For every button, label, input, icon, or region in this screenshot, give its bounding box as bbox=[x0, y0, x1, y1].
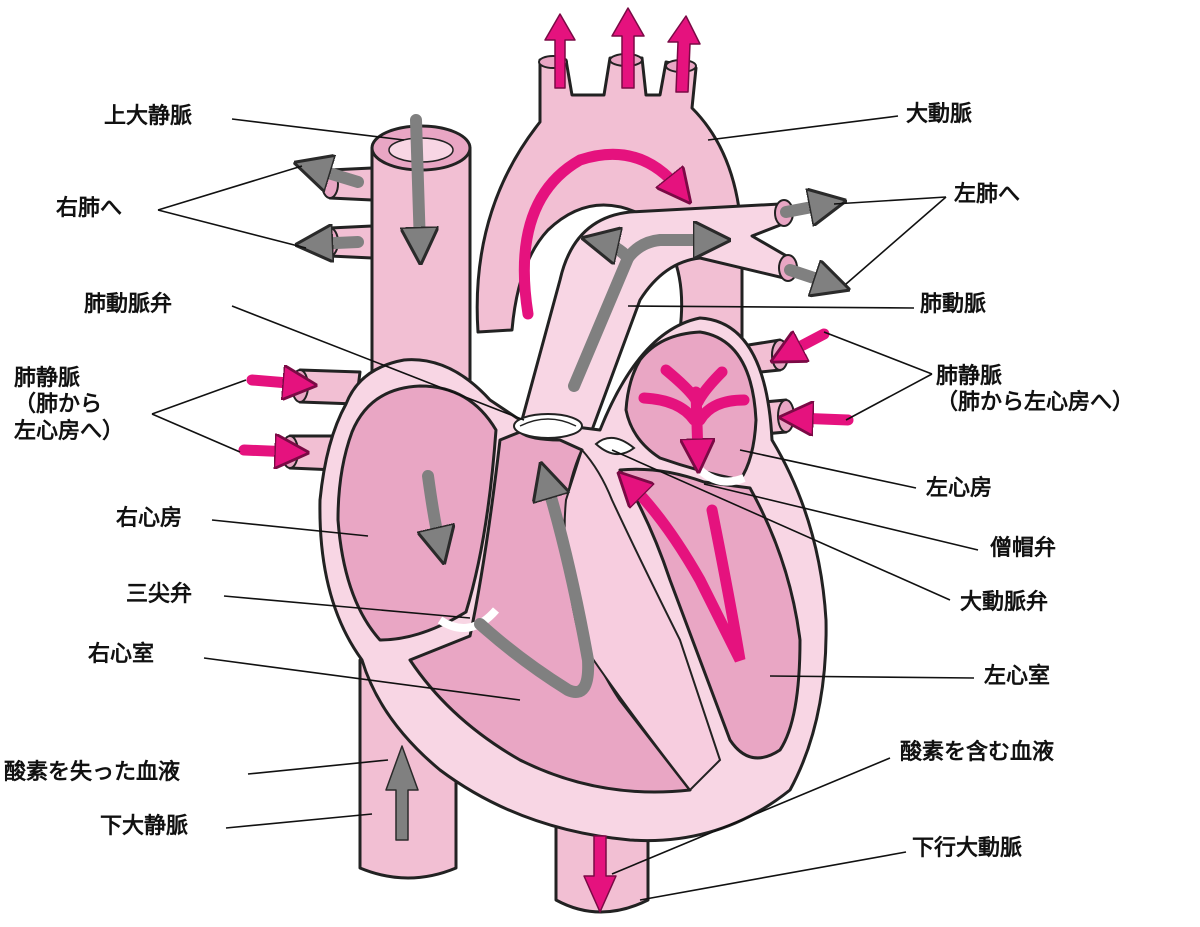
pv-in-arrow-left-lower bbox=[796, 418, 854, 420]
label-superior-vena-cava: 上大静脈 bbox=[104, 104, 193, 129]
label-pulmonary-valve: 肺動脈弁 bbox=[84, 292, 173, 317]
left-lung-arrow-upper bbox=[780, 204, 828, 212]
right-lung-arrow-lower bbox=[314, 242, 364, 244]
left-ventricle-chamber bbox=[618, 467, 802, 760]
la-flow-arrow-right bbox=[694, 394, 750, 426]
la-flow-arrow-left bbox=[638, 392, 700, 426]
ra-flow-arrow bbox=[428, 470, 440, 546]
ivc-flow-arrow bbox=[385, 745, 419, 841]
label-right-atrium: 右心房 bbox=[116, 506, 183, 531]
tricuspid-valve-shape bbox=[437, 607, 500, 632]
label-to-left-lung: 左肺へ bbox=[954, 182, 1021, 207]
label-left-atrium: 左心房 bbox=[926, 476, 993, 501]
label-inferior-vena-cava: 下大静脈 bbox=[100, 814, 189, 839]
svc-flow-arrow bbox=[416, 114, 420, 246]
label-oxygenated-blood: 酸素を含む血液 bbox=[900, 740, 1055, 765]
pulmonary-left-branch-arrow bbox=[600, 242, 634, 258]
left-lung-arrow-lower bbox=[784, 270, 832, 284]
label-pulmonary-veins-right: 肺静脈 （肺から 左心房へ） bbox=[14, 366, 125, 444]
label-deoxygenated-blood: 酸素を失った血液 bbox=[4, 760, 181, 785]
label-right-ventricle: 右心室 bbox=[88, 642, 155, 667]
label-mitral-valve: 僧帽弁 bbox=[990, 536, 1057, 561]
aorta-branch-arrow-3 bbox=[667, 15, 701, 93]
label-tricuspid-valve: 三尖弁 bbox=[126, 582, 193, 607]
label-to-right-lung: 右肺へ bbox=[56, 196, 123, 221]
leader-lines bbox=[151, 115, 979, 901]
aortic-arch-arrow bbox=[518, 148, 680, 320]
pv-in-arrow-right-upper bbox=[246, 380, 300, 384]
pv-in-arrow-left-upper bbox=[786, 328, 830, 354]
descending-aorta-arrow bbox=[583, 835, 617, 913]
right-lung-arrow-upper bbox=[312, 168, 364, 182]
lv-flow-arrow bbox=[630, 484, 746, 663]
label-descending-aorta: 下行大動脈 bbox=[912, 836, 1023, 861]
rv-flow-arrow bbox=[474, 480, 595, 698]
label-aorta: 大動脈 bbox=[906, 102, 973, 127]
label-aortic-valve: 大動脈弁 bbox=[960, 590, 1049, 615]
label-pulmonary-artery: 肺動脈 bbox=[920, 292, 987, 317]
label-left-ventricle: 左心室 bbox=[984, 664, 1051, 689]
right-atrium-chamber bbox=[336, 384, 498, 642]
label-pulmonary-veins-left: 肺静脈 （肺から左心房へ） bbox=[936, 364, 1135, 416]
aorta-branch-arrow-2 bbox=[611, 7, 645, 89]
aorta-branch-arrow-1 bbox=[544, 13, 576, 89]
pv-in-arrow-right-lower bbox=[238, 450, 292, 452]
aortic-valve-shape bbox=[594, 437, 636, 455]
pulmonary-valve-shape bbox=[513, 413, 583, 439]
